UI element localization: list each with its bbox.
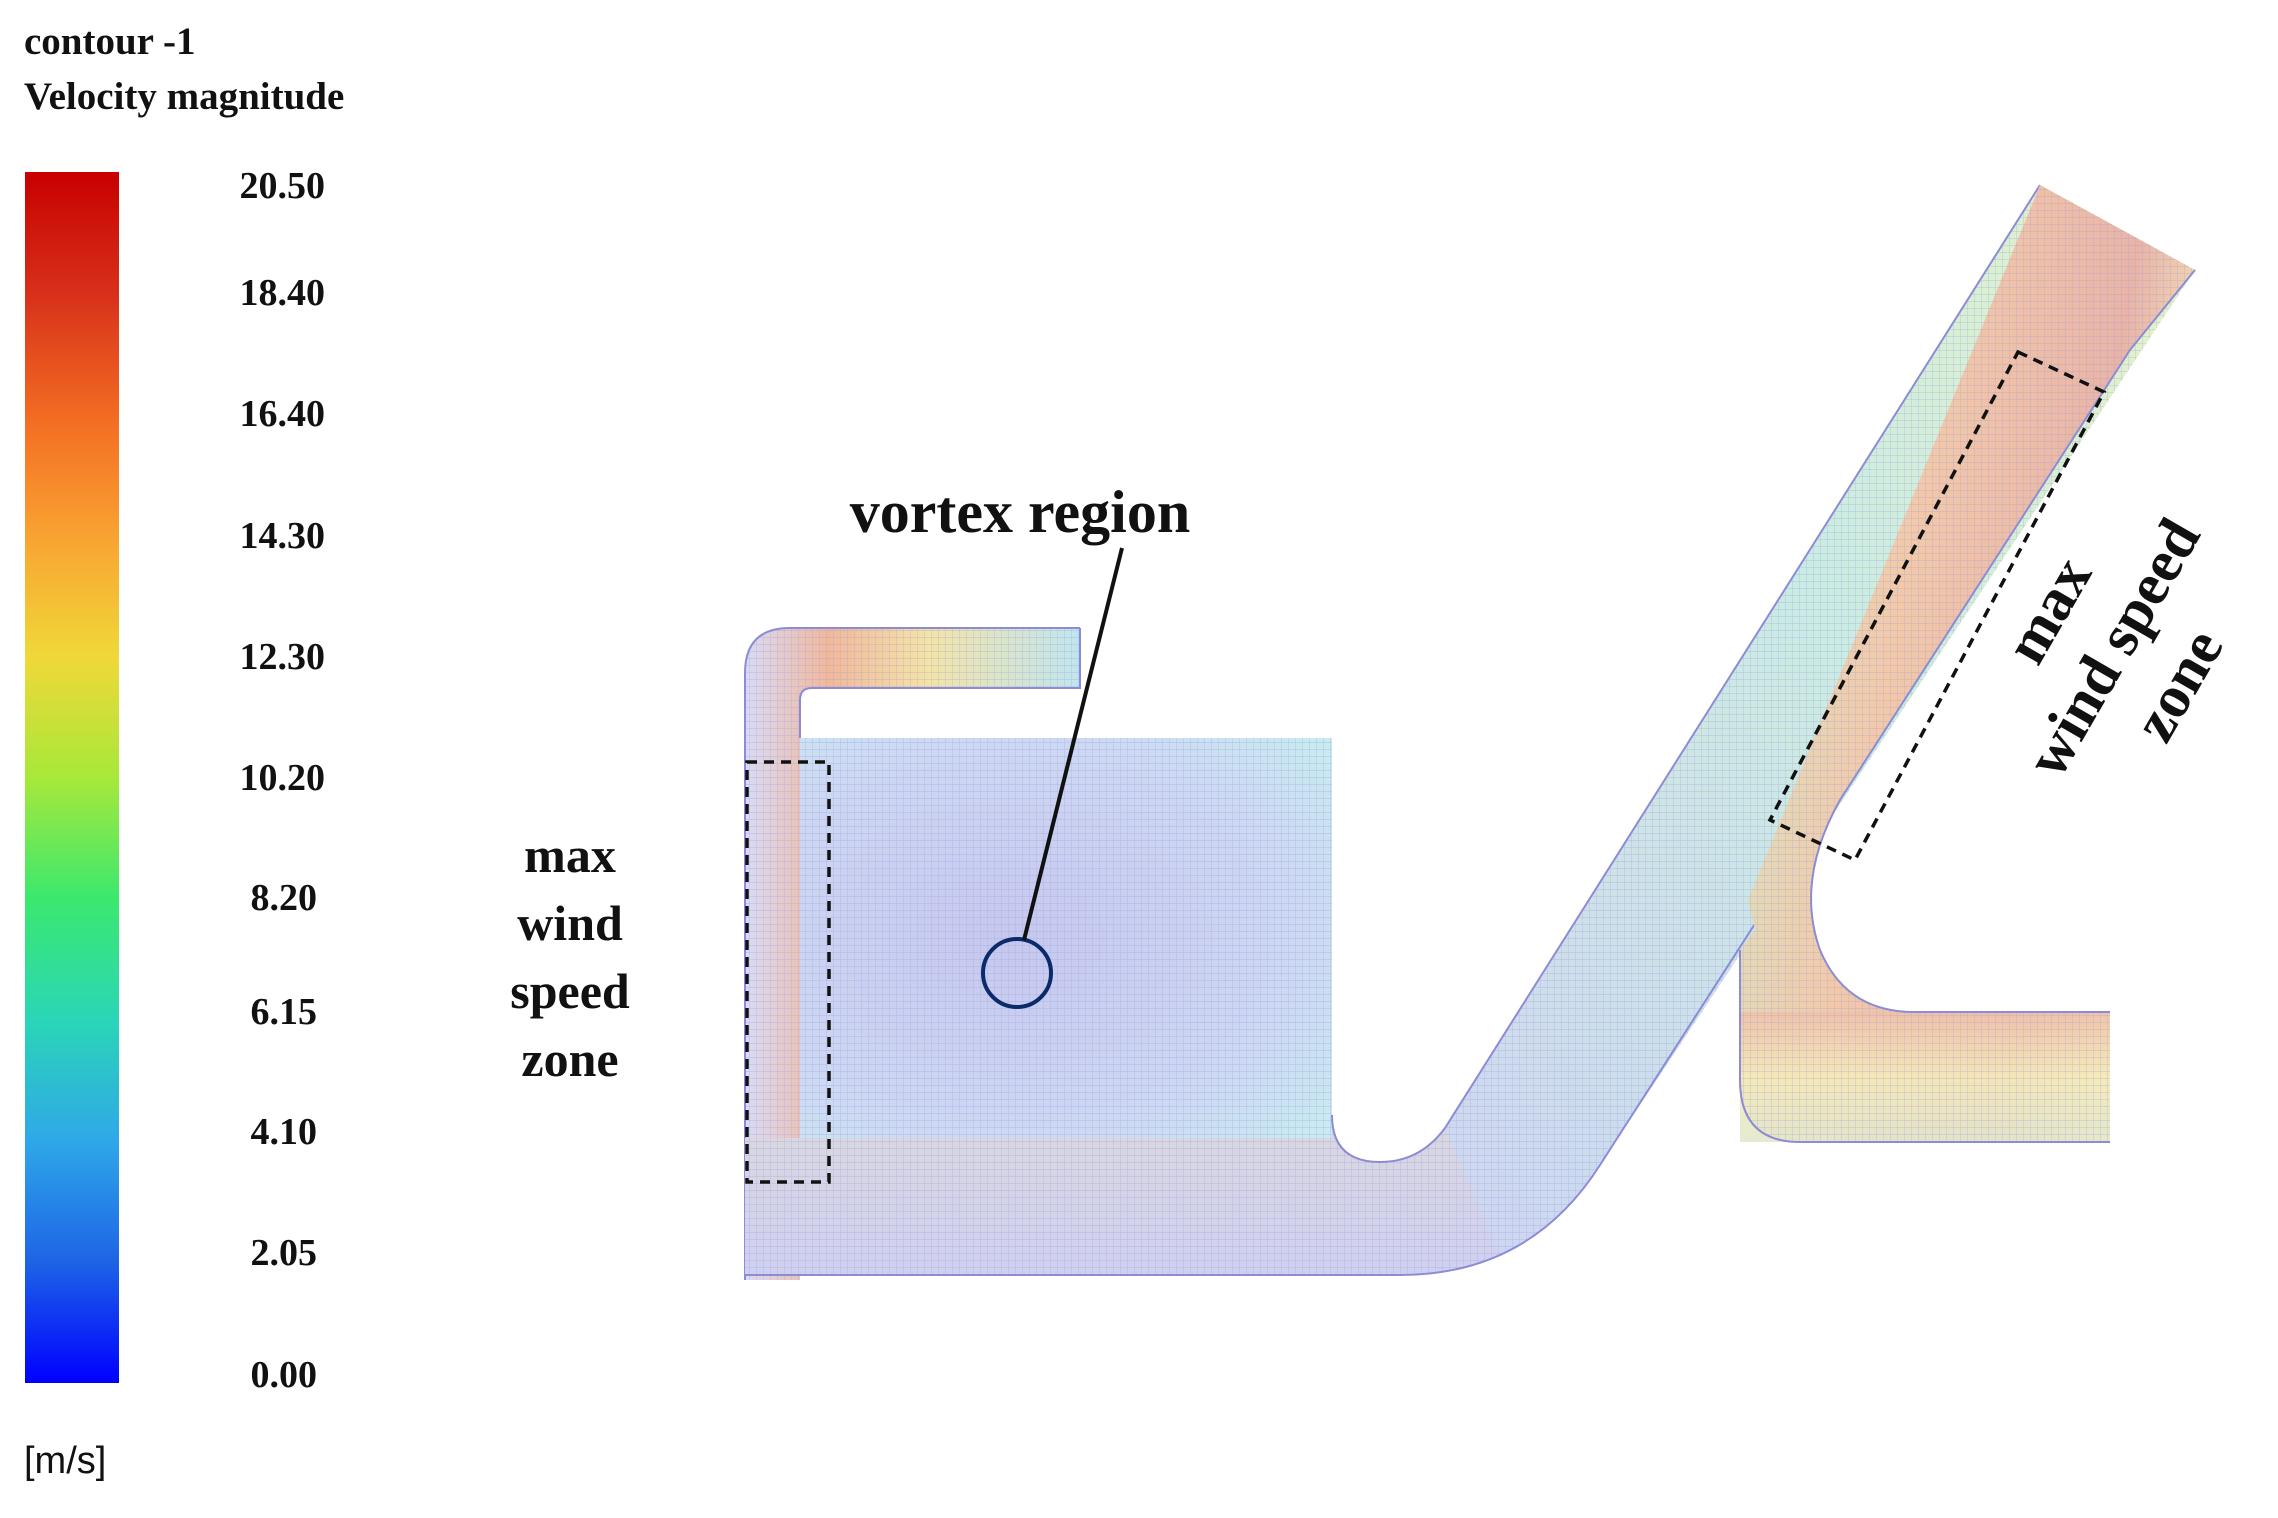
left-zone-line3: speed <box>510 963 630 1019</box>
vortex-circle <box>981 937 1053 1009</box>
colorbar-tick-6-15: 6.15 <box>250 991 318 1033</box>
colorbar-unit: [m/s] <box>24 1440 107 1482</box>
legend-title-line2: Velocity magnitude <box>24 75 345 118</box>
colorbar <box>25 172 119 1383</box>
colorbar-tick-8-20: 8.20 <box>250 877 318 919</box>
outlet-duct <box>1739 185 2196 1143</box>
legend-title-line1: contour -1 <box>24 20 196 63</box>
colorbar-tick-18-40: 18.40 <box>239 272 326 314</box>
colorbar-tick-20-50: 20.50 <box>239 165 326 207</box>
left-zone-line2: wind <box>517 895 623 951</box>
colorbar-tick-10-20: 10.20 <box>239 757 326 799</box>
colorbar-gradient <box>25 172 119 1383</box>
vortex-region-label: vortex region <box>850 479 1190 545</box>
left-zone-line1: max <box>524 827 616 883</box>
vortex-leader-line <box>1022 547 1124 941</box>
left-zone-line4: zone <box>521 1031 618 1087</box>
colorbar-tick-2-05: 2.05 <box>250 1232 318 1274</box>
legend-title: contour -1 Velocity magnitude <box>24 14 344 124</box>
colorbar-tick-0-00: 0.00 <box>250 1354 318 1396</box>
colorbar-tick-4-10: 4.10 <box>250 1111 318 1153</box>
left-max-speed-box <box>745 760 831 1184</box>
main-chamber <box>745 738 1332 1138</box>
colorbar-tick-16-40: 16.40 <box>239 393 326 435</box>
left-zone-label: max wind speed zone <box>510 827 630 1087</box>
colorbar-tick-14-30: 14.30 <box>239 515 326 557</box>
colorbar-tick-12-30: 12.30 <box>239 636 326 678</box>
